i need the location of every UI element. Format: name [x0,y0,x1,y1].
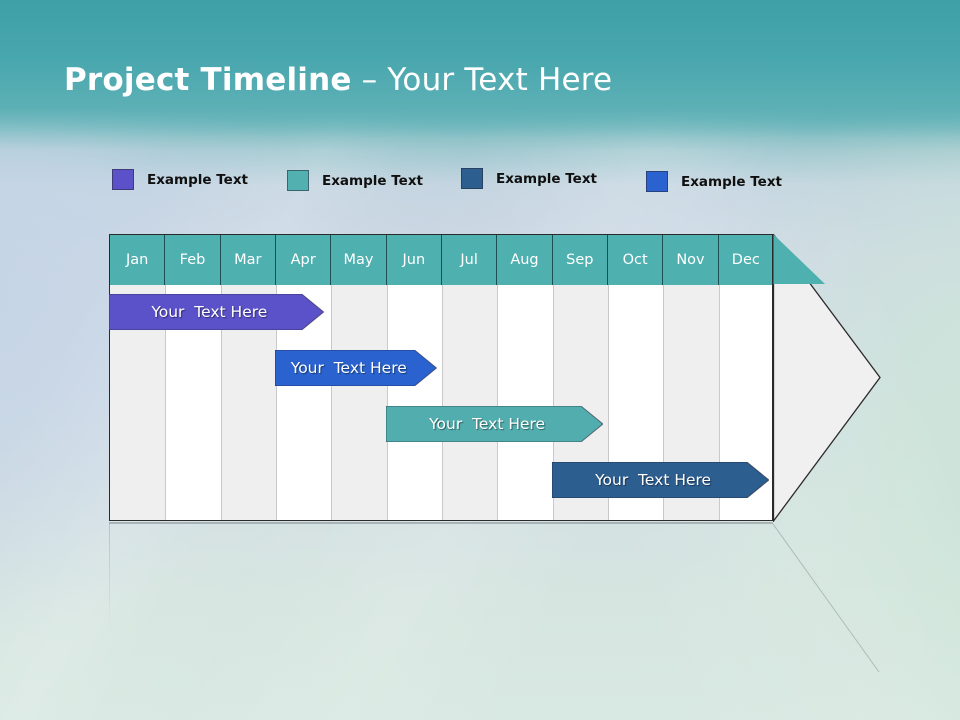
month-header-jun[interactable]: Jun [386,235,442,285]
timeline-arrowhead [773,234,881,522]
page-title-bold: Project Timeline [64,62,352,98]
legend-item-2: Example Text [287,170,423,191]
month-header-dec[interactable]: Dec [718,235,772,285]
month-header-aug[interactable]: Aug [497,235,553,285]
legend-swatch-1 [112,169,134,190]
column-divider-2 [220,235,222,520]
month-header-oct[interactable]: Oct [608,235,664,285]
legend-swatch-4 [646,171,668,192]
task-bar-1[interactable]: Your Text Here [109,294,324,330]
reflection-top-edge [109,522,773,524]
month-header-mar[interactable]: Mar [220,235,276,285]
reflection-left-edge [109,522,111,632]
legend-item-1: Example Text [112,169,248,190]
task-bar-shape-4 [551,462,769,498]
task-bar-2[interactable]: Your Text Here [275,350,437,386]
column-divider-10 [663,235,665,520]
column-divider-11 [718,235,720,520]
month-header-jan[interactable]: Jan [110,235,166,285]
task-bar-shape-2 [275,350,437,386]
page-title-rest: – Your Text Here [351,62,613,98]
month-header-apr[interactable]: Apr [276,235,332,285]
background-top-teal-band [0,0,960,150]
month-header-jul[interactable]: Jul [442,235,498,285]
column-divider-1 [165,235,167,520]
legend-label-3: Example Text [496,170,597,187]
task-bar-4[interactable]: Your Text Here [551,462,769,498]
task-bar-shape-3 [385,406,603,442]
legend-item-4: Example Text [646,171,782,192]
column-divider-7 [497,235,499,520]
timeline-reflection [109,522,899,712]
legend-swatch-2 [287,170,309,191]
legend-label-2: Example Text [322,172,423,189]
task-bar-3[interactable]: Your Text Here [385,406,603,442]
column-divider-8 [552,235,554,520]
page-title: Project Timeline – Your Text Here [64,58,612,102]
task-bar-shape-1 [109,294,324,330]
column-divider-6 [442,235,443,520]
legend-label-1: Example Text [147,171,248,188]
month-header-feb[interactable]: Feb [165,235,221,285]
month-header-nov[interactable]: Nov [663,235,719,285]
legend-swatch-3 [461,168,483,189]
legend-label-4: Example Text [681,173,782,190]
month-header-may[interactable]: May [331,235,387,285]
column-divider-9 [608,235,609,520]
month-header-sep[interactable]: Sep [552,235,608,285]
legend-item-3: Example Text [461,168,597,189]
